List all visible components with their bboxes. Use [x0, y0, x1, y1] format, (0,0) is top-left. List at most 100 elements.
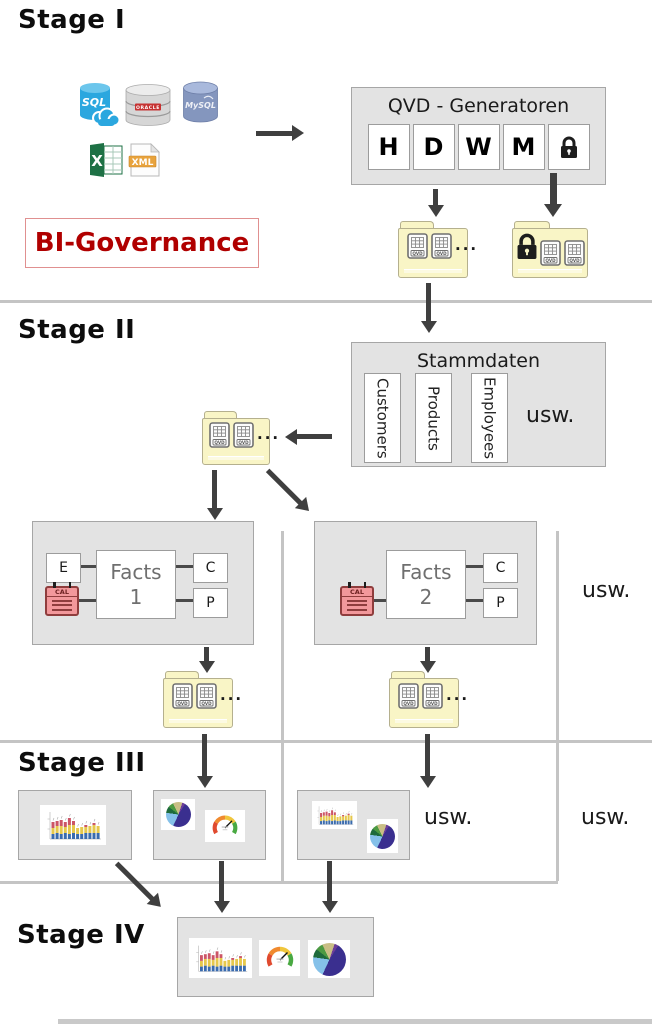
generator-slot-day: D [412, 124, 455, 170]
qvd-file-icon: QVD [398, 683, 419, 709]
facts-etc-label: usw. [582, 578, 631, 603]
oracle-database-icon: ORACLE [125, 84, 171, 126]
stage3-app1 [18, 790, 132, 860]
stage4-dashboard [177, 917, 374, 997]
ellipsis: ... [446, 686, 470, 704]
qvd-file-icon: QVD [431, 233, 452, 259]
arrow-folder-to-facts2 [262, 464, 315, 517]
qvd-folder-facts2: QVD QVD ... [389, 671, 467, 728]
arrow-app1-to-stage4 [111, 857, 167, 913]
svg-text:SQL: SQL [82, 96, 106, 109]
generator-slot-month: M [502, 124, 545, 170]
stacked-bar-chart-thumbnail [189, 938, 252, 978]
mysql-database-icon: MySQL [183, 81, 218, 123]
stammdaten-etc-label: usw. [526, 403, 575, 428]
svg-text:QVD: QVD [412, 251, 423, 256]
qvd-generator-box: QVD - Generatoren H D W M [351, 87, 606, 185]
qvd-file-icon: QVD [407, 233, 428, 259]
stage1-title: Stage I [18, 5, 126, 35]
sql-server-database-icon: SQL [80, 83, 120, 127]
ellipsis: ... [257, 425, 281, 443]
stammdaten-box: Stammdaten Customers Products Employees … [351, 342, 606, 467]
stacked-bar-chart-thumbnail [40, 805, 106, 845]
divider-stage3-stage4 [0, 881, 558, 884]
stage3-etc-mid: usw. [424, 805, 473, 830]
lock-icon [560, 136, 577, 158]
svg-text:XML: XML [132, 158, 154, 168]
table-employees: Employees [471, 373, 508, 463]
arrow-generator-to-folder [428, 189, 444, 217]
divider-column-2 [556, 531, 559, 881]
qvd-file-icon: QVD [233, 422, 254, 448]
divider-stage1-stage2 [0, 300, 652, 303]
arrow-folder-to-facts1 [207, 470, 223, 520]
arrow-lock-to-locked-folder [544, 173, 562, 217]
svg-text:QVD: QVD [177, 701, 188, 706]
ellipsis: ... [220, 686, 244, 704]
table-customers: Customers [364, 373, 401, 463]
svg-text:QVD: QVD [403, 701, 414, 706]
arrow-facts1-to-folder [199, 647, 215, 673]
excel-file-icon: X [90, 143, 123, 177]
svg-text:QVD: QVD [238, 440, 249, 445]
svg-text:QVD: QVD [427, 701, 438, 706]
stage2-title: Stage II [18, 315, 136, 345]
generator-slot-row: H D W M [352, 124, 605, 170]
gauge-chart-thumbnail [259, 940, 300, 976]
stacked-bar-chart-thumbnail [312, 801, 357, 829]
svg-text:ORACLE: ORACLE [136, 105, 160, 111]
pie-chart-thumbnail [367, 819, 398, 853]
qvd-file-icon: QVD [564, 240, 585, 266]
ellipsis: ... [455, 236, 479, 254]
qvd-file-icon: QVD [209, 422, 230, 448]
qvd-file-icon: QVD [422, 683, 443, 709]
stage3-etc-right: usw. [581, 805, 630, 830]
pie-chart-thumbnail [161, 799, 195, 830]
qvd-file-icon: QVD [540, 240, 561, 266]
qvd-folder-facts1: QVD QVD ... [163, 671, 241, 728]
stage3-title: Stage III [18, 748, 146, 778]
qvd-folder-locked: QVD QVD [512, 221, 588, 278]
pie-chart-thumbnail [308, 940, 350, 978]
stammdaten-title: Stammdaten [416, 350, 541, 372]
arrow-folder1-to-stage3 [197, 734, 213, 788]
calendar-icon: CAL [45, 582, 79, 616]
facts1-port-e: E [46, 553, 81, 583]
svg-text:QVD: QVD [214, 440, 225, 445]
qvd-file-icon: QVD [196, 683, 217, 709]
qvd-file-icon: QVD [172, 683, 193, 709]
facts1-port-c: C [193, 553, 228, 583]
generator-slot-week: W [457, 124, 500, 170]
stage3-app2 [153, 790, 266, 860]
qvd-folder-generated: QVD QVD ... [398, 221, 476, 278]
facts1-port-p: P [193, 588, 228, 618]
generator-slot-locked [547, 124, 590, 170]
arrow-facts2-to-folder [420, 647, 436, 673]
cloud-icon [92, 107, 120, 127]
gauge-chart-thumbnail [205, 810, 245, 842]
xml-file-icon: XML [128, 143, 160, 177]
svg-text:QVD: QVD [201, 701, 212, 706]
svg-text:QVD: QVD [545, 258, 556, 263]
arrow-sources-to-generator [256, 125, 304, 141]
bi-governance-box: BI-Governance [25, 218, 259, 268]
calendar-icon: CAL [340, 582, 374, 616]
qvd-generator-title: QVD - Generatoren [387, 95, 570, 117]
table-products: Products [415, 373, 452, 463]
divider-stage2-stage3 [0, 740, 652, 743]
generator-slot-hour: H [367, 124, 410, 170]
svg-text:QVD: QVD [569, 258, 580, 263]
facts2-port-p: P [483, 588, 518, 618]
svg-text:MySQL: MySQL [185, 101, 216, 110]
facts2-port-c: C [483, 553, 518, 583]
arrow-folder2-to-stage3 [420, 734, 436, 788]
divider-column-1 [281, 531, 284, 881]
arrow-folder-to-stammdaten [421, 283, 437, 333]
svg-text:QVD: QVD [436, 251, 447, 256]
svg-text:X: X [91, 152, 103, 170]
qvd-folder-stammdaten: QVD QVD ... [202, 411, 278, 465]
